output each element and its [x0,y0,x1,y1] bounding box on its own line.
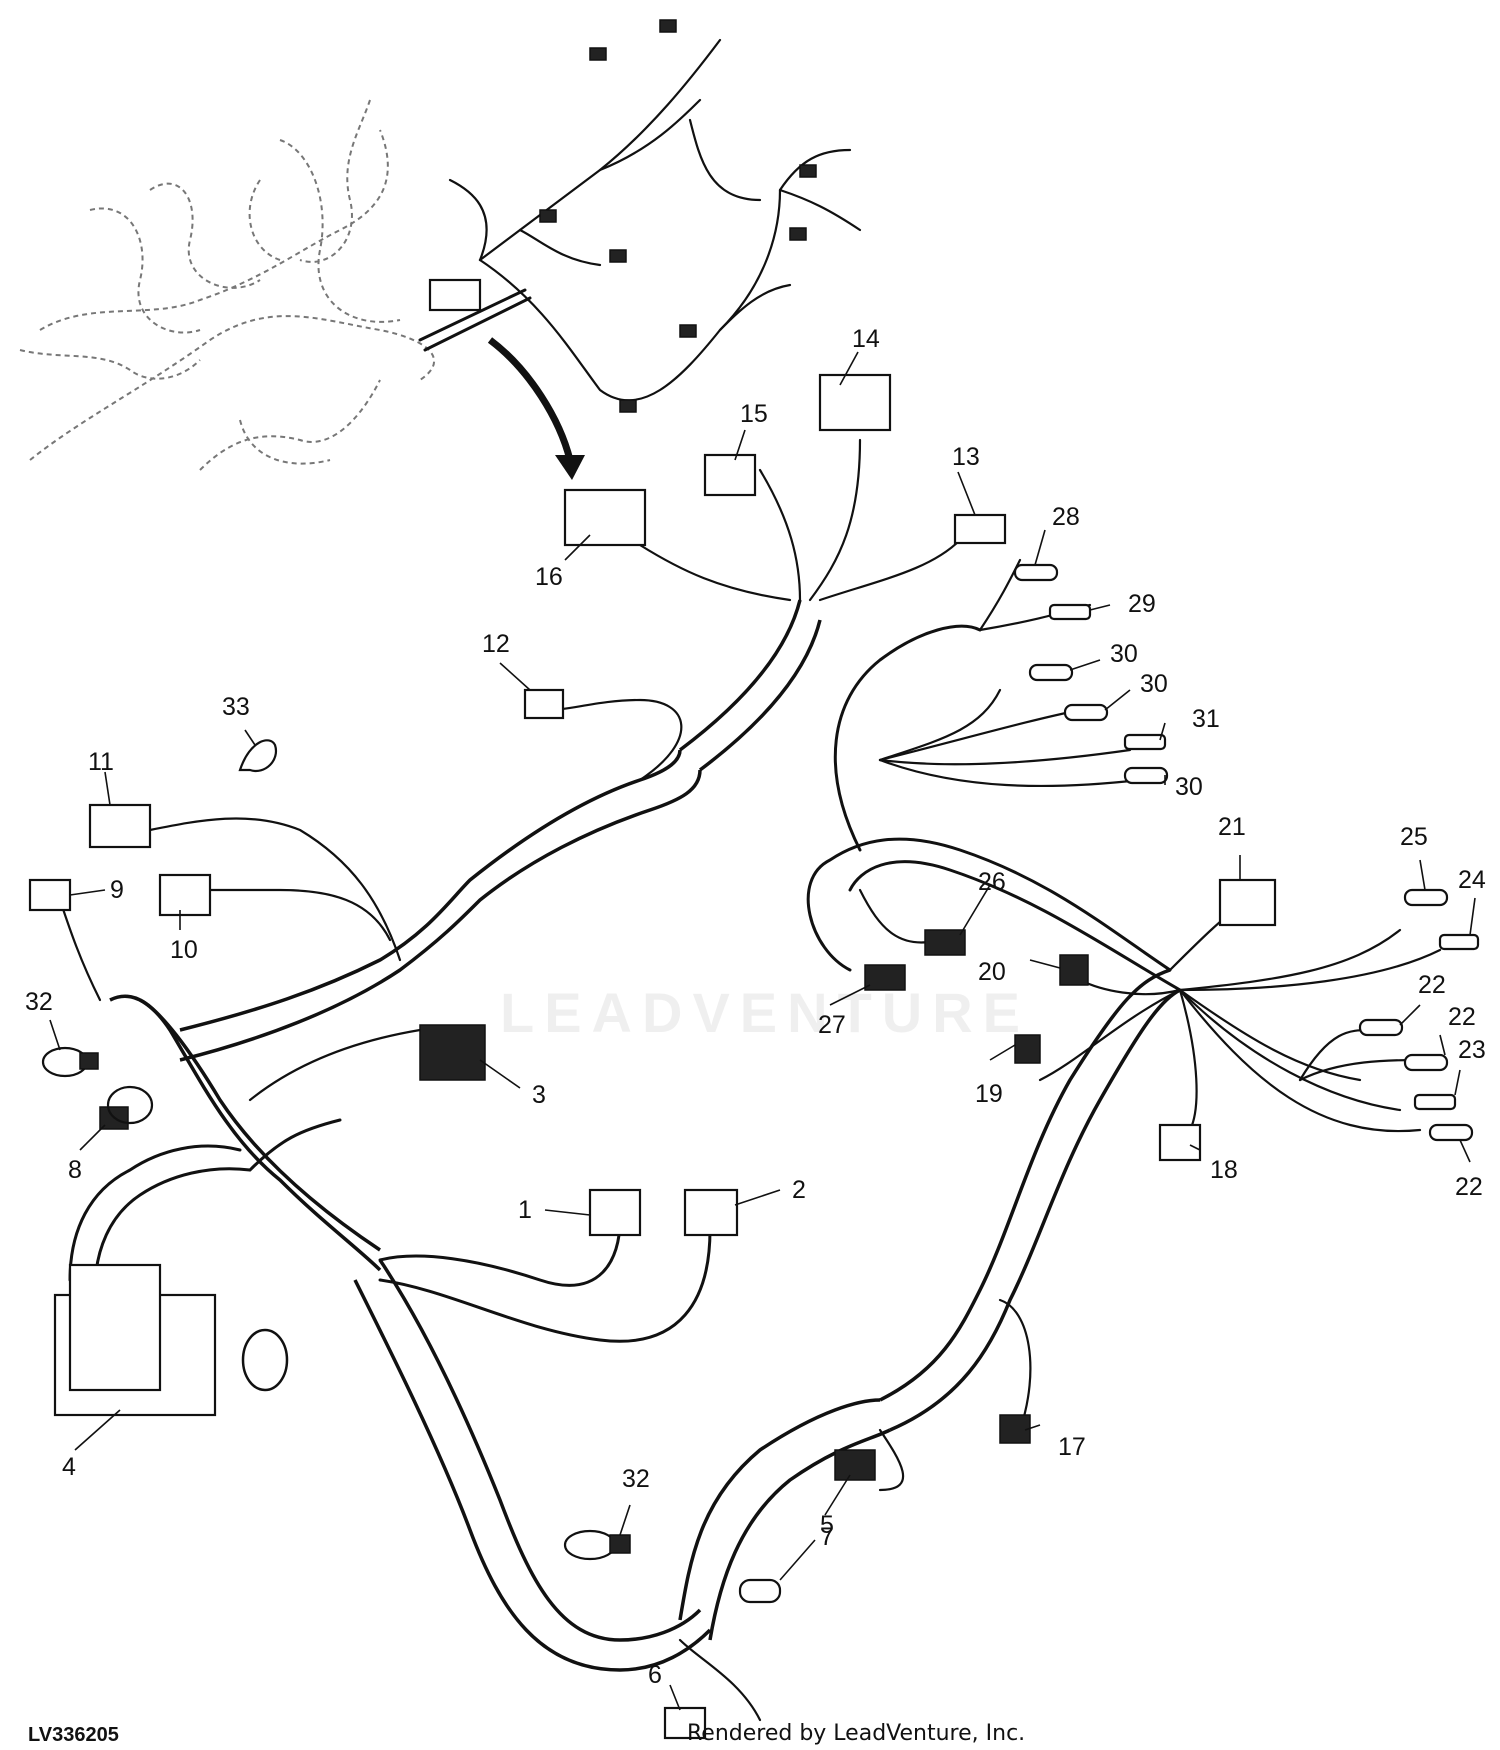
connector-13 [953,513,1007,545]
callout-24: 24 [1458,866,1486,894]
connector-9 [28,878,72,912]
strap-32b [563,1529,617,1561]
callout-25: 25 [1400,823,1428,851]
connector-6 [663,1706,707,1740]
terminal-22b [1403,1053,1449,1072]
callout-33: 33 [222,693,250,721]
callout-29: 29 [1128,590,1156,618]
terminal-25 [1403,888,1449,907]
terminal-22a [1358,1018,1404,1037]
callout-22b: 22 [1448,1003,1476,1031]
connector-19 [1014,1034,1041,1064]
connector-2 [683,1188,739,1237]
callout-14: 14 [852,325,880,353]
callout-16: 16 [535,563,563,591]
clip-33 [238,739,278,773]
connector-18 [1158,1123,1202,1162]
detail-arrowhead [555,455,585,480]
callout-22a: 22 [1418,971,1446,999]
callout-labels: 1 2 3 4 5 6 7 8 9 10 11 12 13 14 15 16 1… [25,325,1486,1689]
callout-15: 15 [740,400,768,428]
terminal-28 [1013,563,1059,582]
terminal-23 [1413,1093,1457,1111]
leader-lines [49,351,1476,1711]
callout-12: 12 [482,630,510,658]
callout-10: 10 [170,936,198,964]
callout-22c: 22 [1455,1173,1483,1201]
callout-23: 23 [1458,1036,1486,1064]
figure-id: LV336205 [28,1724,119,1746]
connector-20 [1059,954,1089,986]
callout-6: 6 [648,1661,662,1689]
clip-32b [609,1534,631,1554]
callout-30b: 30 [1140,670,1168,698]
connector-14 [818,373,892,432]
callout-31: 31 [1192,705,1220,733]
clip-32a [79,1052,99,1070]
callout-20: 20 [978,958,1006,986]
callout-26: 26 [978,868,1006,896]
relay-box-4-face [68,1263,162,1392]
components [28,373,1480,1740]
callout-21: 21 [1218,813,1246,841]
detail-arrow [487,337,574,461]
connector-27 [864,964,906,991]
callout-17: 17 [1058,1433,1086,1461]
connector-15 [703,453,757,497]
callout-5: 5 [820,1511,834,1539]
callout-3: 3 [532,1081,546,1109]
connector-21 [1218,878,1277,927]
callout-7: 7 [820,1523,834,1551]
main-harness [58,438,1181,1722]
callout-1: 1 [518,1196,532,1224]
connector-16 [563,488,647,547]
callout-30a: 30 [1110,640,1138,668]
callout-30c: 30 [1175,773,1203,801]
terminal-29 [1048,603,1092,621]
callout-4: 4 [62,1453,76,1481]
callout-2: 2 [792,1176,806,1204]
callout-27: 27 [818,1011,846,1039]
terminal-30a [1028,663,1074,682]
terminal-22c [1428,1123,1474,1142]
connector-3 [419,1024,486,1081]
callout-13: 13 [952,443,980,471]
connector-7 [834,1449,876,1481]
connector-17 [999,1414,1031,1444]
callout-18: 18 [1210,1156,1238,1184]
harness-end-cap [241,1328,289,1392]
callout-11: 11 [88,748,114,776]
connector-1 [588,1188,642,1237]
watermark: LEADVENTURE [500,981,1031,1044]
callout-32b: 32 [622,1465,650,1493]
connector-26 [924,929,966,956]
credit-line: Rendered by LeadVenture, Inc. [687,1721,1026,1746]
callout-32a: 32 [25,988,53,1016]
upper-harness-detail [418,19,862,413]
callout-19: 19 [975,1080,1003,1108]
clip-5 [738,1578,782,1604]
connector-10 [158,873,212,917]
terminal-30c [1123,766,1169,785]
connector-11 [88,803,152,849]
strap-8 [106,1085,154,1125]
terminal-31 [1123,733,1167,751]
overview-harness-ghost [19,99,435,471]
terminal-30b [1063,703,1109,722]
terminal-24 [1438,933,1480,951]
connector-12 [523,688,565,720]
callout-28: 28 [1052,503,1080,531]
callout-8: 8 [68,1156,82,1184]
callout-9: 9 [110,876,124,904]
